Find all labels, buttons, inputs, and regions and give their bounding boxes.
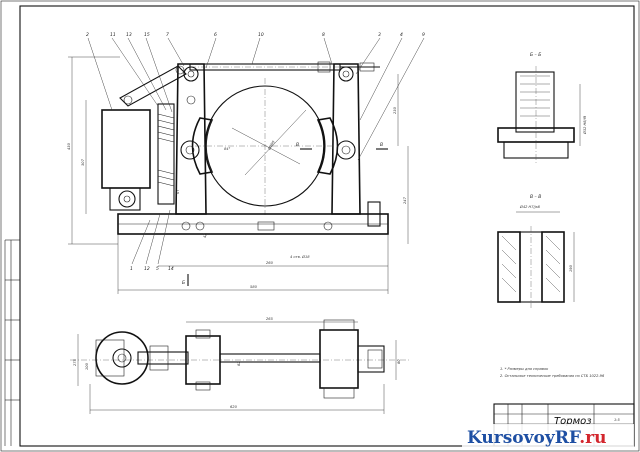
dim-height-307: 307: [81, 158, 85, 166]
plan-dimension-texts: 265 620 275 100 80 82: [73, 317, 401, 409]
dim-diameter: Ø400: [266, 139, 276, 151]
callout-14: 14: [168, 266, 174, 272]
dim-plan-82: 82: [237, 361, 241, 366]
dim-angle: 84°: [224, 147, 231, 151]
callout-3: 3: [378, 32, 381, 38]
section-markers: В В Б Б: [176, 142, 388, 286]
dim-width-580: 580: [250, 285, 258, 289]
callout-5: 5: [156, 266, 159, 272]
sec-b-dim: Ø32 H8/f9: [582, 115, 587, 135]
dim-holes: 4 отв. Ø18: [290, 254, 310, 259]
section-v-v: В – В Ø42 H7/js6 190: [497, 194, 575, 308]
dim-height-47: 47: [203, 233, 207, 238]
watermark-brand: KursovoyRF: [467, 428, 581, 448]
watermark-logo: KursovoyRF.ru: [462, 424, 634, 448]
callout-12: 12: [144, 266, 150, 272]
callout-1: 1: [130, 266, 133, 272]
drawing-scale: 1:5: [614, 418, 620, 422]
section-v-v-title: В – В: [530, 194, 541, 200]
callout-15: 15: [144, 32, 150, 38]
marker-b-top: Б: [176, 190, 179, 196]
callout-numbers: 2 11 13 15 7 6 10 8 3 4 9 1 12 5 14: [86, 32, 425, 272]
drawing-title: Тормоз: [554, 416, 592, 427]
callout-8: 8: [322, 32, 325, 38]
dim-top-width-265: 265: [266, 317, 274, 321]
dim-height-230: 230: [393, 106, 397, 114]
sec-v-190: 190: [569, 264, 573, 272]
dim-plan-100: 100: [85, 362, 89, 370]
callout-11: 11: [110, 32, 116, 38]
callout-10: 10: [258, 32, 264, 38]
callout-13: 13: [126, 32, 132, 38]
marker-v-right: В: [380, 142, 383, 148]
callout-6: 6: [214, 32, 217, 38]
note-1: 1. * Размеры для справок: [500, 367, 549, 371]
front-dimension-texts: 430 307 230 247 47 260 580 4 отв. Ø18 Ø4…: [67, 106, 407, 289]
dim-width-260: 260: [266, 261, 274, 265]
sec-v-dim: Ø42 H7/js6: [519, 204, 541, 209]
section-b-b: Б – Б Ø32 H8/f9: [497, 52, 587, 164]
watermark-tld: .ru: [579, 428, 606, 448]
callout-9: 9: [422, 32, 425, 38]
plan-view: [70, 319, 410, 414]
callout-2: 2: [86, 32, 89, 38]
note-2: 2. Остальные технические требования по С…: [500, 374, 605, 378]
front-view: [68, 37, 425, 294]
marker-b-bottom: Б: [182, 280, 185, 286]
svg-text:KursovoyRF.ru: KursovoyRF.ru: [467, 428, 606, 448]
callout-7: 7: [166, 32, 169, 38]
section-b-b-title: Б – Б: [530, 52, 541, 58]
dim-plan-80: 80: [397, 359, 401, 364]
technical-notes: 1. * Размеры для справок 2. Остальные те…: [500, 367, 605, 378]
dim-plan-width-620: 620: [230, 405, 238, 409]
dim-plan-275: 275: [73, 358, 77, 366]
callout-4: 4: [400, 32, 403, 38]
dim-overall-height: 430: [67, 142, 71, 150]
dim-height-247: 247: [403, 196, 407, 204]
marker-v-left: В: [296, 142, 299, 148]
